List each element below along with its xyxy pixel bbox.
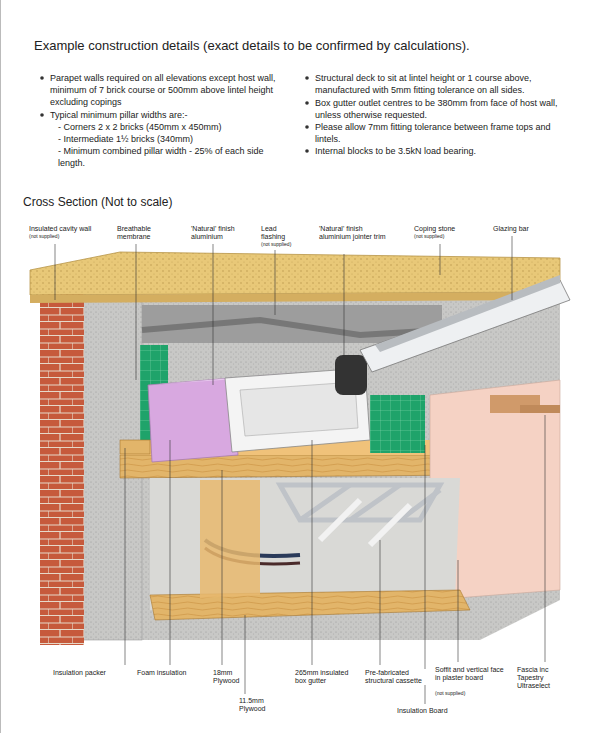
callout-note: (not supplied): [413, 233, 465, 239]
page-title: Example construction details (exact deta…: [34, 38, 574, 54]
callout-label: Fascia inc Tapestry Ultraselect: [516, 666, 568, 690]
callout-label: Soffit and vertical face in plaster boar…: [434, 666, 512, 682]
note-text: Structural deck to sit at lintel height …: [315, 72, 570, 96]
note-text: - Corners 2 x 2 bricks (450mm x 450mm): [58, 121, 290, 133]
callout-label: Pre-fabricated structural cassette: [364, 669, 428, 685]
callout-label: Coping stone: [413, 225, 475, 233]
note-text: Internal blocks to be 3.5kN load bearing…: [315, 145, 570, 157]
callout-label: 'Natural' finish aluminium jointer trim: [318, 225, 390, 241]
callout-label: Insulation Board: [396, 707, 468, 715]
callout-label: 'Natural' finish aluminium: [190, 225, 244, 241]
callout-note: (not supplied): [434, 690, 486, 696]
note-text: Please allow 7mm fitting tolerance betwe…: [315, 121, 570, 145]
note-text: Parapet walls required on all elevations…: [50, 72, 290, 108]
note-text: - Intermediate 1½ bricks (340mm): [58, 133, 290, 145]
callout-note: (not supplied): [28, 233, 90, 239]
callout-label: 265mm insulated box gutter: [294, 669, 356, 685]
note-text: Box gutter outlet centres to be 380mm fr…: [315, 97, 570, 121]
note-text: Typical minimum pillar widths are:-: [50, 109, 290, 121]
callout-label: 18mm Plywood: [212, 669, 244, 685]
note-text: - Minimum combined pillar width - 25% of…: [58, 145, 290, 169]
callout-label: Foam insulation: [136, 669, 202, 677]
callout-label: 11.5mm Plywood: [238, 697, 274, 713]
callout-label: Insulated cavity wall: [28, 225, 110, 233]
callout-label: Breathable membrane: [116, 225, 162, 241]
callout-label: Glazing bar: [492, 225, 550, 233]
section-heading: Cross Section (Not to scale): [22, 195, 274, 210]
callout-note: (not supplied): [260, 241, 312, 247]
callout-label: Insulation packer: [52, 669, 124, 677]
callout-label: Lead flashing: [260, 225, 296, 241]
